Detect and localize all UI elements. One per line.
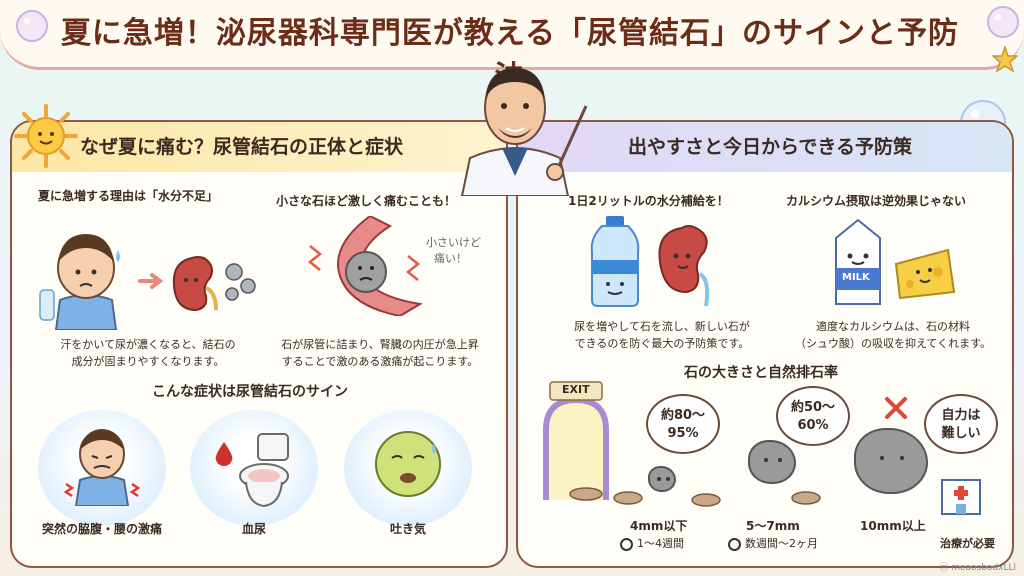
large-stone [854, 428, 928, 494]
cause2-text-line2: することで激のある激痛が起こります。 [281, 355, 479, 368]
rate-bubble-1: 約80～ 95% [646, 394, 720, 454]
stone-period-2-text: 数週間～2ヶ月 [745, 537, 818, 550]
star-icon [992, 46, 1018, 72]
rate-bubble-2-line1: 約50～ [790, 400, 836, 415]
stone-period-3: 治療が必要 [940, 537, 995, 550]
rate-bubble-3-line2: 難しい [941, 426, 981, 441]
ureter-stone-illustration [307, 216, 423, 316]
bubble-icon [987, 6, 1019, 38]
stone-period-1: 1～4週間 [620, 535, 684, 551]
stone-size-1: 4mm以下 [630, 519, 688, 533]
cause1-text-line1: 汗をかいて尿が濃くなると、結石の [60, 338, 236, 351]
tip1-text-line1: 尿を増やして石を流し、新しい石が [574, 320, 750, 333]
symptom-label-1: 突然の脇腹・腰の激痛 [41, 522, 162, 536]
rate-bubble-2: 約50～ 60% [776, 386, 850, 446]
nausea-face-icon [375, 431, 441, 497]
tip2-text-line1: 適度なカルシウムは、石の材料 [816, 320, 970, 333]
flank-pain-boy-icon [63, 429, 141, 506]
left-banner [12, 122, 506, 172]
rate-bubble-1-line1: 約80～ [660, 408, 706, 423]
stone-period-2: 数週間～2ヶ月 [728, 535, 818, 551]
doctor-illustration [460, 68, 588, 196]
rate-bubble-2-line2: 60% [797, 418, 829, 433]
tip2-heading: カルシウム摂取は逆効果じゃない [786, 194, 967, 208]
pain-note-line2: 痛い！ [434, 252, 467, 265]
tip1-text-line2: できるのを防ぐ最大の予防策です。 [574, 337, 750, 350]
credit-text: ⓜ meaosbodxLLl [939, 563, 1016, 573]
tip2-text-line2: （シュウ酸）の吸収を抑えてくれます。 [794, 337, 992, 350]
sweating-boy-illustration [39, 234, 120, 330]
clock-icon [620, 537, 633, 551]
left-banner-title: なぜ夏に痛む？尿管結石の正体と症状 [80, 136, 404, 158]
stone-size-2: 5～7mm [746, 519, 800, 533]
right-banner-title: 出やすさと今日からできる予防策 [628, 136, 913, 158]
milk-carton-icon [835, 218, 881, 305]
pain-note-line1: 小さいけど [426, 236, 481, 249]
cause1-heading: 夏に急増する理由は「水分不足」 [38, 189, 219, 203]
stepping-stones [569, 487, 821, 507]
exit-label: EXIT [562, 383, 590, 396]
sun-icon [14, 104, 78, 168]
cause2-text-line1: 石が尿管に詰まり、腎臓の内圧が急上昇 [281, 338, 479, 351]
right-banner [518, 122, 1012, 172]
kidney-icon [658, 225, 710, 307]
rate-bubble-3-line1: 自力は [941, 408, 981, 423]
exit-gate-icon [543, 381, 609, 500]
tip1-heading: 1日2リットルの水分補給を！ [568, 194, 729, 208]
rate-bubble-3: 自力は 難しい [924, 394, 998, 454]
hospital-icon [941, 479, 981, 515]
stone-period-1-text: 1～4週間 [637, 537, 684, 550]
symptoms-heading: こんな症状は尿管結石のサイン [152, 384, 348, 400]
page-title: 夏に急増！泌尿器科専門医が教える「尿管結石」のサインと予防法 [60, 16, 960, 95]
rate-bubble-1-line2: 95% [667, 426, 699, 441]
milk-label: MILK [842, 272, 870, 283]
stones-heading: 石の大きさと自然排石率 [684, 365, 838, 381]
cause2-heading: 小さな石ほど激しく痛むことも！ [276, 194, 457, 208]
small-stone [648, 466, 676, 492]
kidney-icon [172, 256, 256, 312]
cause1-text-line2: 成分が固まりやすくなります。 [71, 355, 225, 368]
clock-icon [728, 537, 741, 551]
bubble-icon [16, 10, 48, 42]
arrow-icon [138, 273, 164, 289]
toilet-icon [239, 433, 289, 508]
medium-stone [748, 440, 796, 484]
water-bottle-icon [590, 216, 640, 307]
symptom-label-3: 吐き気 [389, 522, 426, 536]
cheese-icon [894, 248, 956, 300]
symptom-label-2: 血尿 [241, 522, 266, 536]
red-x-icon [885, 397, 907, 419]
blood-drop-icon [215, 442, 233, 466]
stone-size-3: 10mm以上 [860, 519, 926, 533]
